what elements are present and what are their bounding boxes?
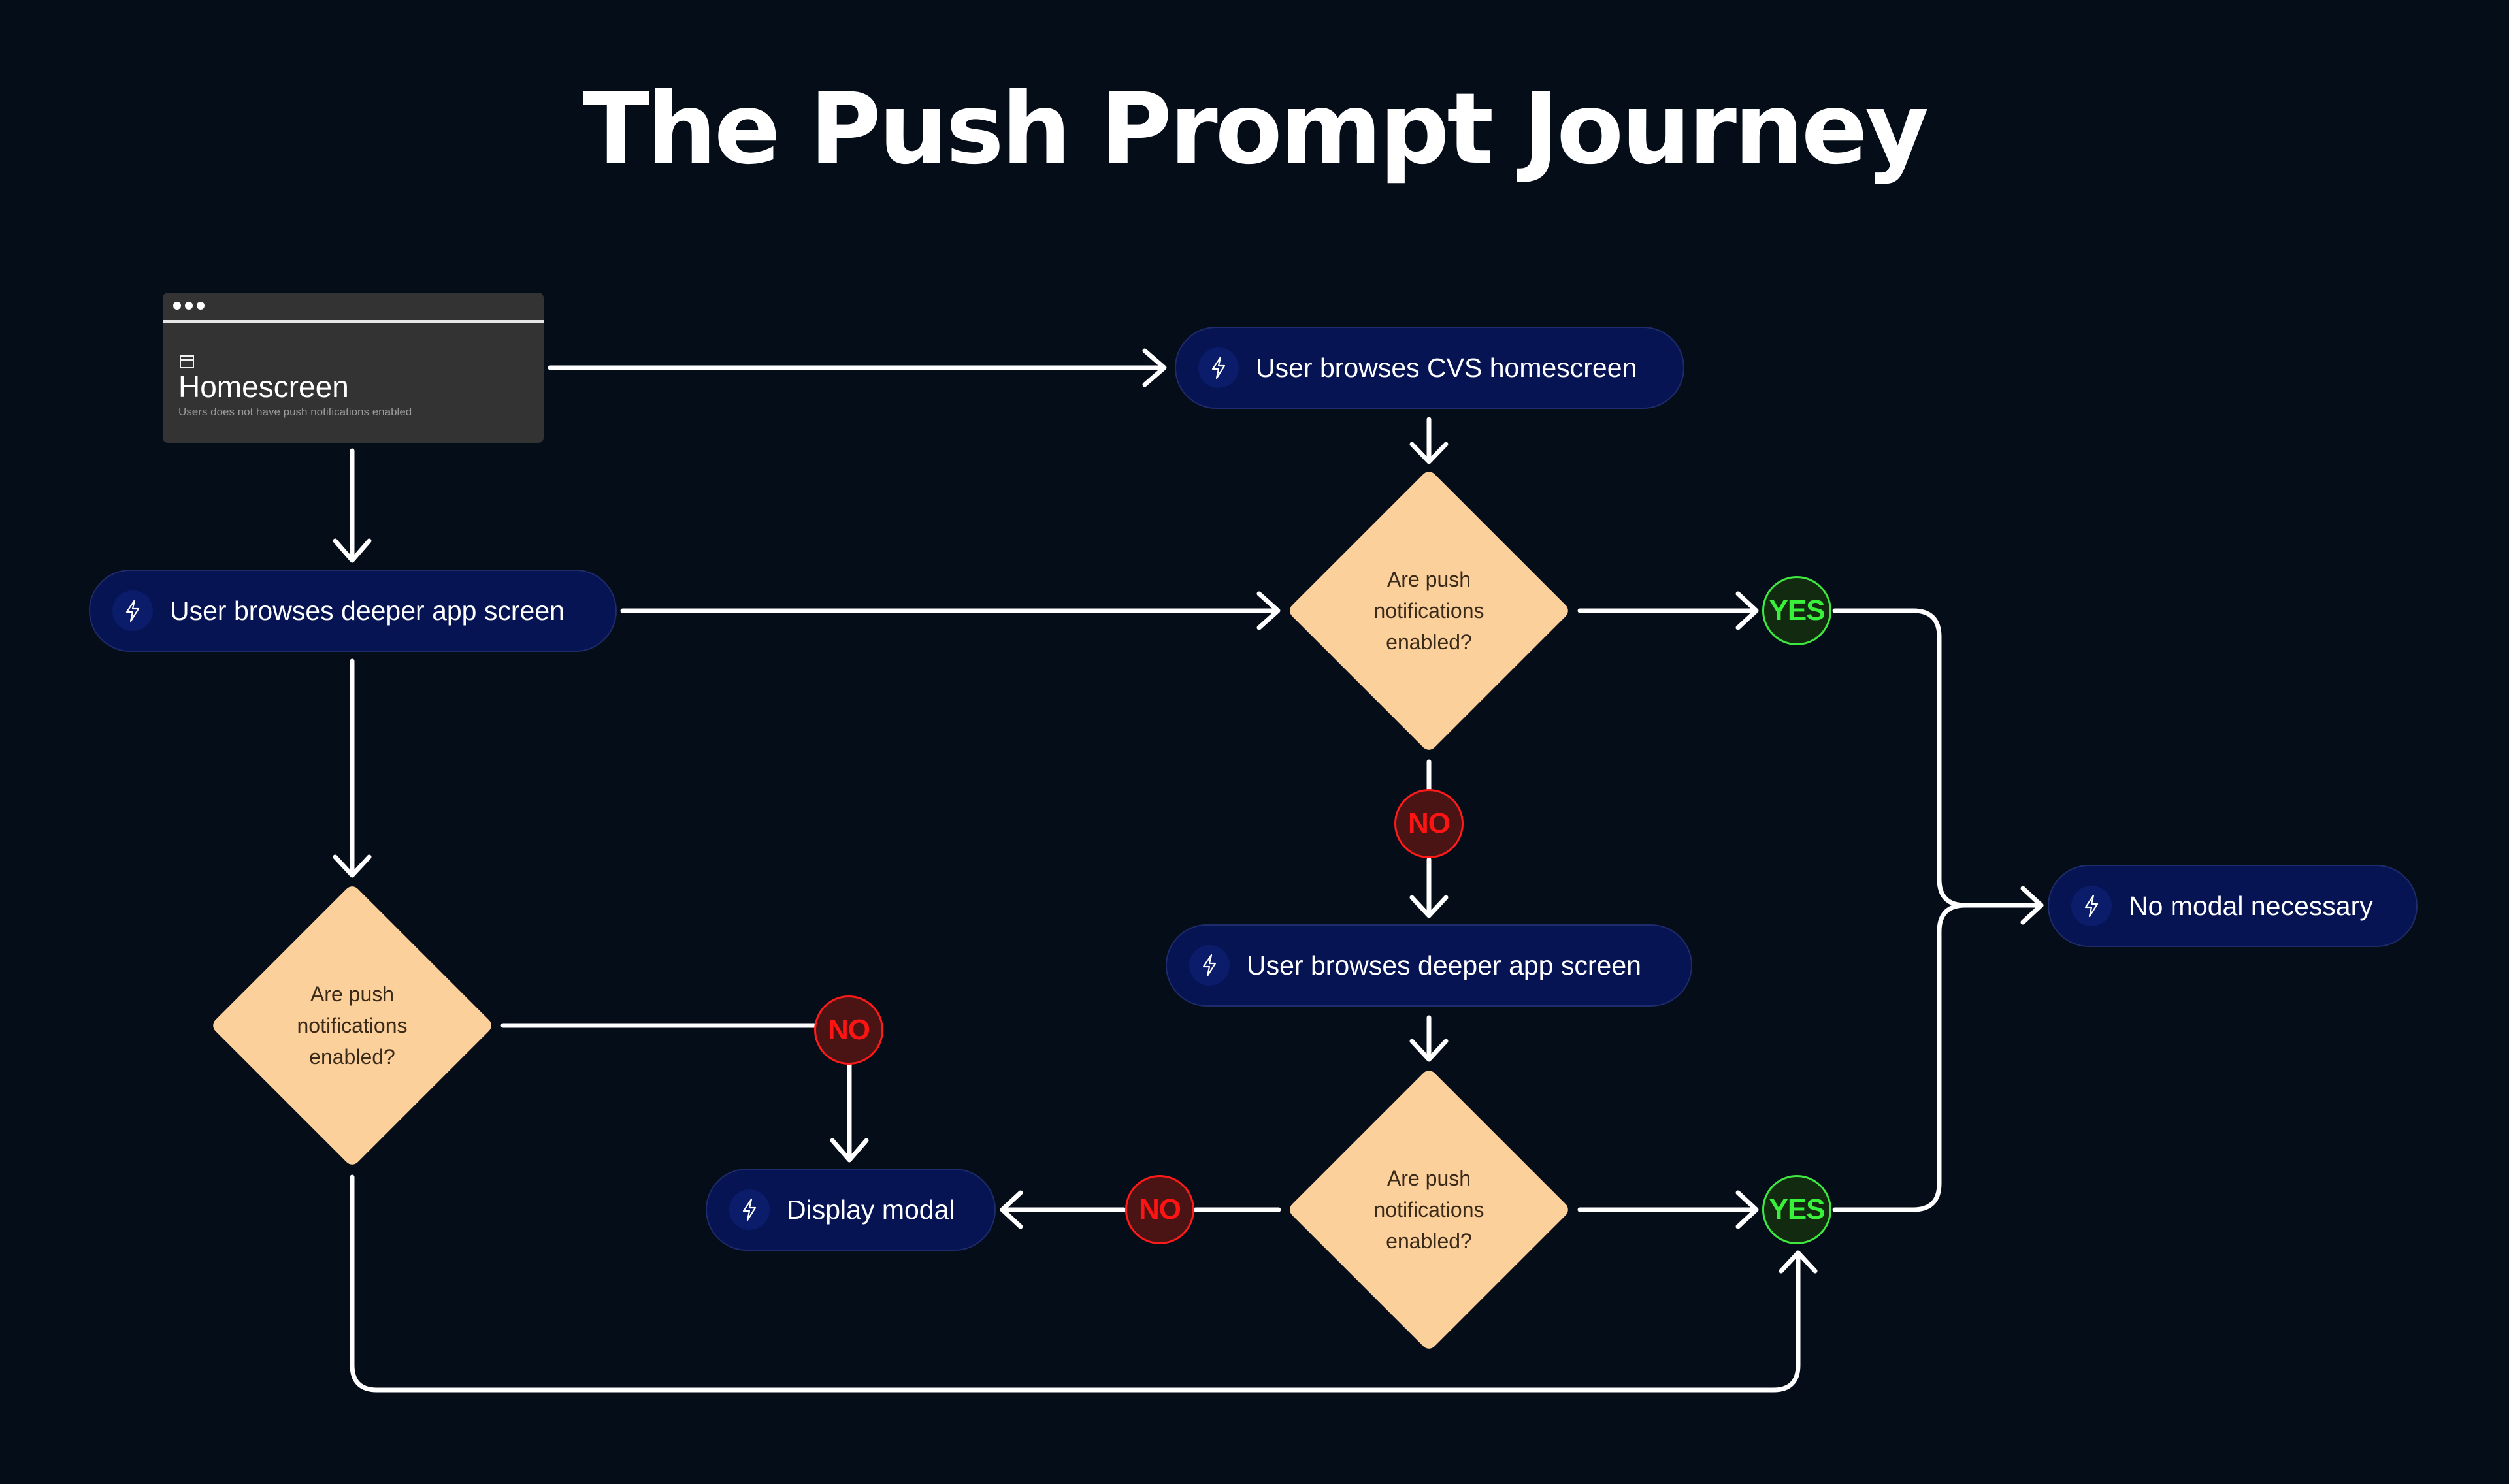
action-node-no-modal[interactable]: No modal necessary	[2048, 865, 2418, 947]
no-badge: NO	[1394, 789, 1464, 858]
decision-line: enabled?	[1386, 630, 1472, 654]
decision-line: enabled?	[309, 1045, 395, 1069]
action-node-label: User browses deeper app screen	[170, 595, 565, 626]
no-badge: NO	[814, 995, 883, 1065]
arrowhead-icon	[1409, 895, 1449, 918]
lightning-bolt-icon	[1189, 945, 1230, 986]
yes-badge: YES	[1762, 1175, 1831, 1244]
decision-line: enabled?	[1386, 1229, 1472, 1253]
decision-line: notifications	[1373, 1198, 1484, 1221]
decision-line: notifications	[1373, 599, 1484, 622]
arrowhead-icon	[830, 1138, 869, 1163]
arrowhead-icon	[333, 538, 372, 563]
edge-decision-left-to-yes-bottom	[350, 1174, 1801, 1393]
no-badge: NO	[1125, 1175, 1194, 1244]
edge-yes-top-to-merge	[1832, 608, 1968, 908]
action-node-label: No modal necessary	[2129, 890, 2373, 921]
action-node-deeper-center[interactable]: User browses deeper app screen	[1166, 924, 1692, 1007]
arrowhead-icon	[1409, 442, 1449, 464]
lightning-bolt-icon	[1198, 347, 1239, 388]
lightning-bolt-icon	[112, 590, 153, 631]
decision-line: notifications	[297, 1014, 408, 1037]
action-node-label: User browses CVS homescreen	[1256, 352, 1637, 383]
arrowhead-icon	[1409, 1039, 1449, 1062]
start-node-homescreen[interactable]: Homescreen Users does not have push noti…	[163, 293, 544, 443]
decision-line: Are push	[1386, 1167, 1471, 1190]
decision-node-top[interactable]: Are push notifications enabled?	[1287, 468, 1571, 753]
action-node-label: User browses deeper app screen	[1247, 950, 1641, 980]
action-node-deeper-left[interactable]: User browses deeper app screen	[89, 570, 617, 652]
decision-line: Are push	[310, 982, 395, 1006]
decision-node-left[interactable]: Are push notifications enabled?	[210, 883, 495, 1168]
browser-window-icon	[180, 355, 194, 368]
action-node-cvs-homescreen[interactable]: User browses CVS homescreen	[1175, 327, 1684, 409]
lightning-bolt-icon	[2071, 886, 2112, 926]
decision-line: Are push	[1386, 568, 1471, 591]
decision-question: Are push notifications enabled?	[1287, 468, 1571, 753]
arrowhead-icon	[1000, 1190, 1023, 1229]
decision-question: Are push notifications enabled?	[210, 883, 495, 1168]
arrowhead-icon	[1256, 591, 1281, 630]
window-dot-icon	[185, 302, 193, 310]
lightning-bolt-icon	[729, 1189, 770, 1230]
edge-yes-bottom-to-merge	[1832, 903, 1968, 1212]
arrowhead-icon	[1142, 348, 1167, 387]
page-title: The Push Prompt Journey	[582, 73, 1929, 186]
action-node-label: Display modal	[787, 1194, 955, 1225]
window-dot-icon	[197, 302, 205, 310]
arrowhead-icon	[2020, 886, 2044, 925]
start-node-subtitle: Users does not have push notifications e…	[178, 406, 412, 418]
decision-node-bottom[interactable]: Are push notifications enabled?	[1287, 1067, 1571, 1352]
arrowhead-icon	[1779, 1250, 1818, 1274]
arrowhead-icon	[1735, 1190, 1759, 1229]
arrowhead-icon	[333, 854, 372, 878]
start-node-heading: Homescreen	[178, 370, 349, 404]
action-node-display-modal[interactable]: Display modal	[706, 1169, 996, 1251]
decision-question: Are push notifications enabled?	[1287, 1067, 1571, 1352]
window-titlebar	[163, 293, 544, 323]
yes-badge: YES	[1762, 576, 1831, 645]
window-dot-icon	[173, 302, 181, 310]
arrowhead-icon	[1735, 591, 1759, 630]
